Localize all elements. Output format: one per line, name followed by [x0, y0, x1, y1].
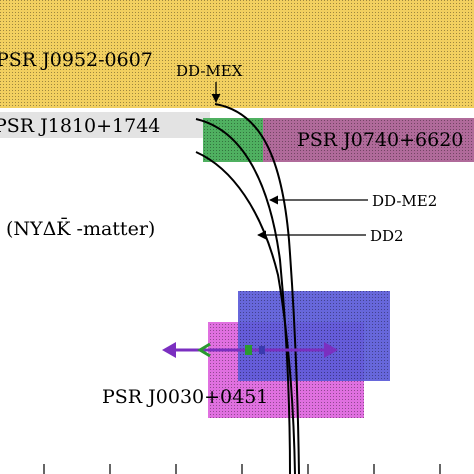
label-dd2: DD2 [370, 227, 404, 245]
error-bar [162, 342, 338, 358]
chart-labels: PSR J0952-0607 PSR J1810+1744 PSR J0740+… [0, 49, 463, 408]
eos-curves [195, 103, 300, 474]
label-psr-j0740-6620: PSR J0740+6620 [297, 129, 463, 151]
green-chevron-marker [197, 342, 211, 358]
band-psr-j0952-0607-texture [0, 0, 474, 108]
curve-dd-mex [214, 103, 300, 474]
label-dd-mex: DD-MEX [176, 62, 243, 80]
curve-label-arrows [211, 82, 368, 240]
curve-dd-me2 [195, 151, 296, 474]
constraint-bands [0, 0, 474, 138]
green-square-marker [245, 345, 252, 355]
label-psr-j0030-0451: PSR J0030+0451 [102, 386, 268, 408]
x-axis [43, 464, 441, 474]
box-psr-j0740-6620-texture [255, 118, 474, 162]
error-bar-left-arrowhead [162, 342, 176, 358]
label-matter-type: (NYΔK̄ -matter) [6, 217, 155, 240]
curve-dd2 [195, 118, 291, 474]
box-blue-region-texture [238, 291, 390, 381]
label-dd-me2: DD-ME2 [372, 192, 437, 210]
constraint-boxes [203, 118, 474, 418]
blue-square-marker [259, 346, 265, 354]
label-psr-j1810-1744: PSR J1810+1744 [0, 115, 160, 137]
error-bar-right-arrowhead [324, 342, 338, 358]
label-psr-j0952-0607: PSR J0952-0607 [0, 49, 153, 71]
band-psr-j1810-1744 [0, 112, 210, 138]
